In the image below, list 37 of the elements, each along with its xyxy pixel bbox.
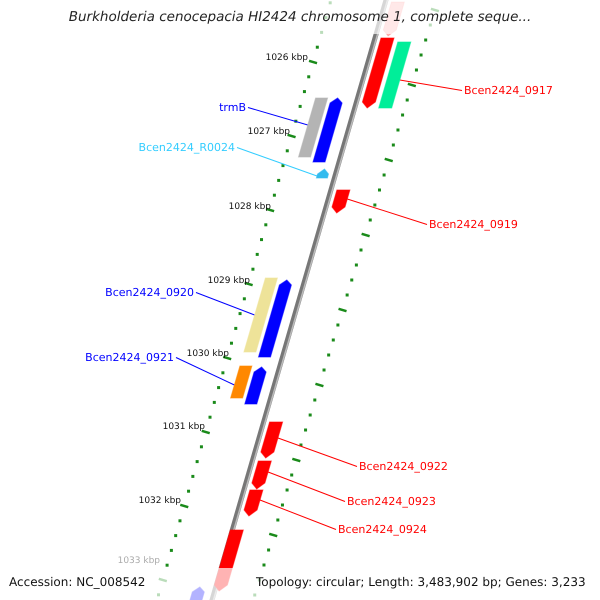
leader-line [196, 292, 256, 316]
leader-line [176, 357, 235, 386]
gene-label: Bcen2424_0917 [464, 85, 553, 96]
tick-label: 1032 kbp [138, 497, 181, 506]
leader-line [399, 80, 462, 91]
gene-feature [316, 168, 330, 178]
tick-label: 1028 kbp [228, 203, 271, 212]
leader-line [260, 500, 336, 530]
gene-feature [331, 190, 351, 214]
gene-label: trmB [219, 102, 246, 113]
map-title: Burkholderia cenocepacia HI2424 chromosome 1, complete seque... [68, 11, 532, 24]
gene-feature [230, 366, 267, 404]
tick-label: 1033 kbp [118, 557, 160, 566]
gene-feature [251, 460, 272, 490]
leader-line [236, 147, 318, 176]
gene-label: Bcen2424_0919 [429, 219, 518, 230]
gene-feature [244, 490, 264, 517]
tick-label: 1031 kbp [162, 423, 205, 432]
sequence-info-text: Topology: circular; Length: 3,483,902 bp; Genes: 3,233 [256, 576, 586, 588]
gene-label: Bcen2424_R0024 [138, 142, 235, 153]
tick-label: 1029 kbp [208, 277, 250, 286]
gene-label: Bcen2424_0921 [85, 352, 174, 363]
leader-line [268, 472, 346, 502]
tick-label: 1027 kbp [248, 128, 290, 137]
leader-line [346, 198, 428, 225]
leader-line [248, 107, 308, 126]
tick-label: 1026 kbp [266, 54, 308, 63]
gene-feature [298, 97, 343, 162]
accession-text: Accession: NC_008542 [9, 576, 146, 588]
gene-label: Bcen2424_0920 [105, 287, 194, 298]
leader-line [278, 438, 358, 467]
gene-label: Bcen2424_0922 [359, 461, 448, 472]
gene-feature [362, 38, 412, 109]
gene-feature [260, 422, 284, 459]
gene-label: Bcen2424_0924 [338, 524, 427, 535]
gene-label: Bcen2424_0923 [347, 496, 436, 507]
tick-label: 1030 kbp [186, 350, 229, 359]
